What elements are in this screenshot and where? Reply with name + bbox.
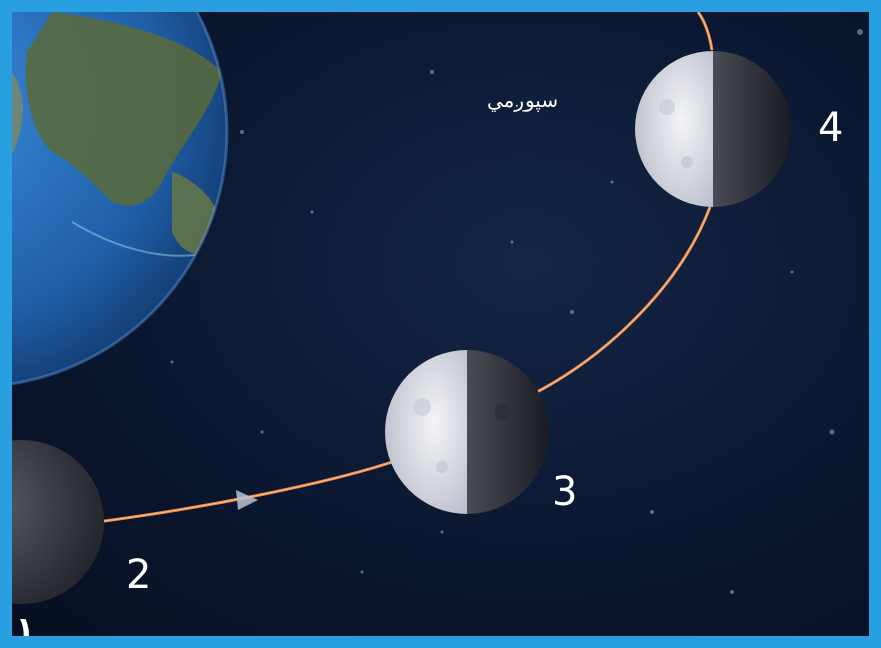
space-scene: سپوږمي 2 3 4 ١	[12, 12, 869, 636]
orbit-arrow-icon	[236, 490, 258, 510]
orbit-highlight	[96, 12, 713, 523]
moon-2-label: 2	[126, 552, 152, 598]
moon-4-icon	[635, 51, 791, 207]
moon-3-icon	[385, 350, 549, 514]
diagram-canvas	[12, 12, 863, 604]
earth-globe-icon	[12, 12, 229, 386]
moon-2-icon	[12, 440, 104, 604]
moon-4-label: 4	[818, 105, 844, 151]
figure-number: ١	[16, 611, 35, 637]
moon-caption: سپوږمي	[487, 88, 559, 112]
moon-3-label: 3	[552, 469, 578, 515]
stars	[170, 29, 863, 594]
